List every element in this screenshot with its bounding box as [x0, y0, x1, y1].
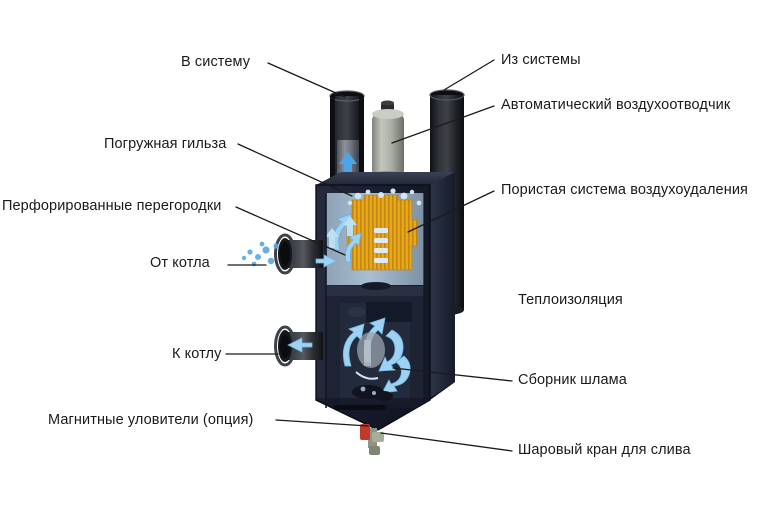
label-from-system: Из системы: [501, 52, 581, 68]
label-magnetic-traps: Магнитные уловители (опция): [48, 412, 254, 428]
leader-perforated-baffles: [235, 206, 346, 256]
label-sludge-collector: Сборник шлама: [518, 372, 627, 388]
label-thermal-insulation: Теплоизоляция: [518, 292, 623, 308]
leader-sludge-collector: [392, 367, 513, 382]
leader-porous-system: [407, 190, 495, 233]
label-porous-system: Пористая система воздухоудаления: [501, 182, 748, 198]
label-immersion-sleeve: Погружная гильза: [104, 136, 227, 152]
leader-from-system: [443, 59, 495, 91]
label-drain-ball-valve: Шаровый кран для слива: [518, 442, 691, 458]
leader-to-system: [267, 62, 346, 98]
drain-ball-valve: [360, 424, 384, 455]
leader-magnetic-traps: [275, 419, 369, 427]
label-to-system: В систему: [181, 54, 251, 70]
label-perforated-baffles: Перфорированные перегородки: [2, 198, 222, 214]
to-boiler-port: [274, 325, 323, 367]
label-from-boiler: От котла: [150, 255, 210, 271]
label-auto-air-vent: Автоматический воздухоотводчик: [501, 97, 731, 113]
leader-immersion-sleeve: [237, 143, 353, 197]
leader-auto-air-vent: [391, 105, 495, 144]
leader-drain-ball-valve: [380, 432, 513, 452]
label-to-boiler: К котлу: [172, 346, 222, 362]
from-boiler-port: [241, 233, 337, 275]
